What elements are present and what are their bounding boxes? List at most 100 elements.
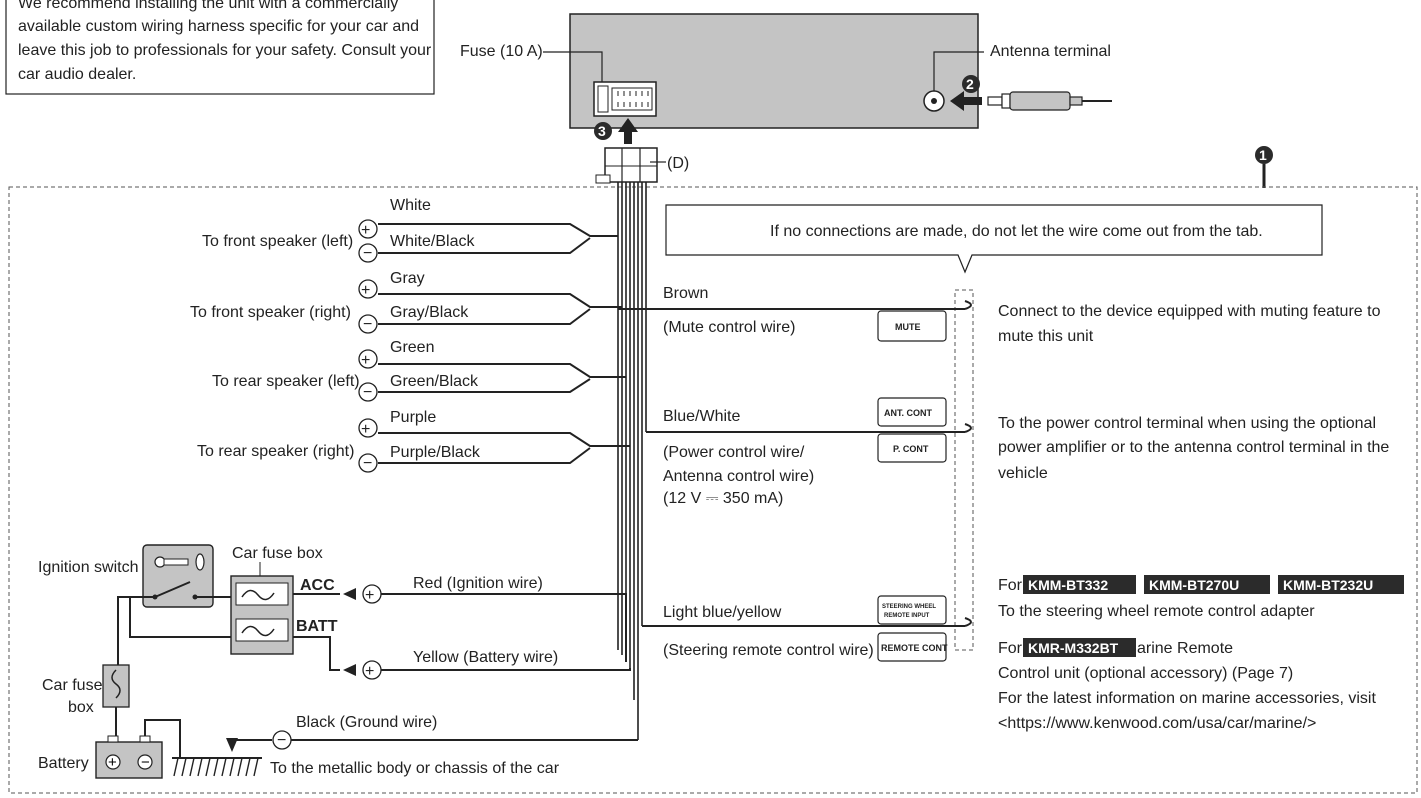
steering-tab-line-1: STEERING WHEEL — [882, 604, 936, 610]
plus-icon: + — [365, 663, 374, 680]
power-side: Ignition switch Car fuse box ACC BATT + … — [38, 544, 638, 779]
minus-icon: − — [363, 455, 372, 472]
power-note-line-2: power amplifier or to the antenna contro… — [998, 439, 1389, 456]
ant-cont-tab-label: ANT. CONT — [884, 408, 932, 418]
plus-icon: + — [365, 587, 374, 604]
p-cont-tab-label: P. CONT — [893, 444, 929, 454]
minus-wire-label: Purple/Black — [390, 444, 481, 461]
battery-label: Battery — [38, 755, 89, 772]
speaker-rear-right: To rear speaker (right) + − Purple Purpl… — [197, 409, 630, 473]
note-line-4: car audio dealer. — [18, 66, 136, 83]
power-color-label: Blue/White — [663, 408, 740, 425]
connector-d-label: (D) — [667, 155, 689, 172]
speaker-label: To front speaker (right) — [190, 304, 351, 321]
antenna-terminal-label: Antenna terminal — [990, 43, 1111, 60]
steering-desc-label: (Steering remote control wire) — [663, 642, 874, 659]
plus-icon: + — [361, 282, 370, 299]
steering-note-line-2: arine Remote — [1137, 640, 1233, 657]
note-line-2: available custom wiring harness specific… — [18, 18, 419, 35]
speaker-rear-left: To rear speaker (left) + − Green Green/B… — [212, 339, 626, 402]
mute-desc-label: (Mute control wire) — [663, 319, 795, 336]
acc-label: ACC — [300, 577, 335, 594]
mute-note-line-2: mute this unit — [998, 328, 1094, 345]
red-wire-label: Red (Ignition wire) — [413, 575, 543, 592]
step-2-badge: 2 — [962, 75, 980, 93]
ground-symbol — [172, 757, 262, 777]
power-note-line-3: vehicle — [998, 465, 1048, 482]
plus-wire-label: Green — [390, 339, 434, 356]
battery-icon: + − — [95, 735, 163, 779]
minus-icon: − — [363, 384, 372, 401]
minus-wire-label: Gray/Black — [390, 304, 469, 321]
svg-text:1: 1 — [1259, 147, 1267, 163]
car-fuse-box-label: Car fuse box — [232, 545, 323, 562]
car-fuse-box-2-line-1: Car fuse — [42, 677, 103, 694]
mute-wire: Brown (Mute control wire) MUTE Connect t… — [618, 285, 1381, 345]
mute-tab-label: MUTE — [895, 322, 921, 332]
ignition-switch-icon — [142, 544, 214, 608]
battery-plus-icon: + — [108, 754, 117, 771]
svg-text:3: 3 — [598, 123, 606, 139]
ant-cont-tab — [877, 397, 947, 427]
fuse-box-icon — [230, 575, 294, 655]
minus-wire-label: White/Black — [390, 233, 475, 250]
minus-icon: − — [363, 245, 372, 262]
ground-label: To the metallic body or chassis of the c… — [270, 760, 560, 777]
note-line-3: leave this job to professionals for your… — [18, 42, 432, 59]
plus-wire-label: Purple — [390, 409, 436, 426]
remote-cont-tab-label: REMOTE CONT — [881, 643, 948, 653]
callout-text: If no connections are made, do not let t… — [770, 223, 1263, 240]
harness-connector — [595, 147, 658, 184]
batt-label: BATT — [296, 618, 338, 635]
arrow-left-icon — [950, 91, 982, 111]
ignition-switch-label: Ignition switch — [38, 559, 139, 576]
harness-region — [8, 186, 1418, 794]
model-badge: KMR-M332BT — [1028, 640, 1119, 656]
step-1-badge: 1 — [1255, 146, 1273, 188]
minus-wire-label: Green/Black — [390, 373, 479, 390]
steering-wire: Light blue/yellow (Steering remote contr… — [642, 575, 1404, 732]
power-note-line-1: To the power control terminal when using… — [998, 415, 1376, 432]
speaker-label: To front speaker (left) — [202, 233, 353, 250]
speaker-label: To rear speaker (left) — [212, 373, 360, 390]
fuse-icon — [102, 664, 130, 708]
model-badge: KMM-BT270U — [1149, 577, 1239, 593]
car-fuse-box-2-line-2: box — [68, 699, 94, 716]
for2-label: For — [998, 640, 1023, 657]
svg-text:2: 2 — [966, 76, 974, 92]
plus-icon: + — [361, 352, 370, 369]
model-badge: KMM-BT232U — [1283, 577, 1373, 593]
mute-tab — [877, 310, 947, 342]
callout-bubble: If no connections are made, do not let t… — [665, 204, 1323, 274]
minus-icon: − — [363, 316, 372, 333]
plus-wire-label: White — [390, 197, 431, 214]
model-badge: KMM-BT332 — [1028, 577, 1108, 593]
remote-cont-tab — [877, 632, 947, 662]
mute-color-label: Brown — [663, 285, 708, 302]
speaker-front-left: To front speaker (left) + − White White/… — [202, 197, 618, 263]
yellow-wire-label: Yellow (Battery wire) — [413, 649, 558, 666]
power-desc-line-2: Antenna control wire) — [663, 468, 814, 485]
black-wire-label: Black (Ground wire) — [296, 714, 437, 731]
wire-trunk — [617, 182, 647, 740]
step-3-badge: 3 — [594, 122, 612, 140]
plus-icon: + — [361, 421, 370, 438]
plus-icon: + — [361, 222, 370, 239]
steering-note-line-4: For the latest information on marine acc… — [998, 690, 1376, 707]
note-line-1: We recommend installing the unit with a … — [18, 0, 398, 12]
fuse-label: Fuse (10 A) — [460, 43, 543, 60]
plus-wire-label: Gray — [390, 270, 425, 287]
antenna-plug-icon — [987, 91, 1112, 111]
for-label: For — [998, 577, 1023, 594]
steering-note-line-5: <https://www.kenwood.com/usa/car/marine/… — [998, 715, 1316, 732]
tab-column — [954, 289, 974, 651]
speaker-front-right: To front speaker (right) + − Gray Gray/B… — [190, 270, 622, 334]
power-desc-line-1: (Power control wire/ — [663, 444, 805, 461]
p-cont-tab — [877, 433, 947, 463]
speaker-label: To rear speaker (right) — [197, 443, 354, 460]
steering-color-label: Light blue/yellow — [663, 604, 782, 621]
battery-minus-icon: − — [141, 754, 150, 771]
steering-tab-line-2: REMOTE INPUT — [884, 613, 930, 619]
arrow-up-icon — [618, 118, 638, 144]
